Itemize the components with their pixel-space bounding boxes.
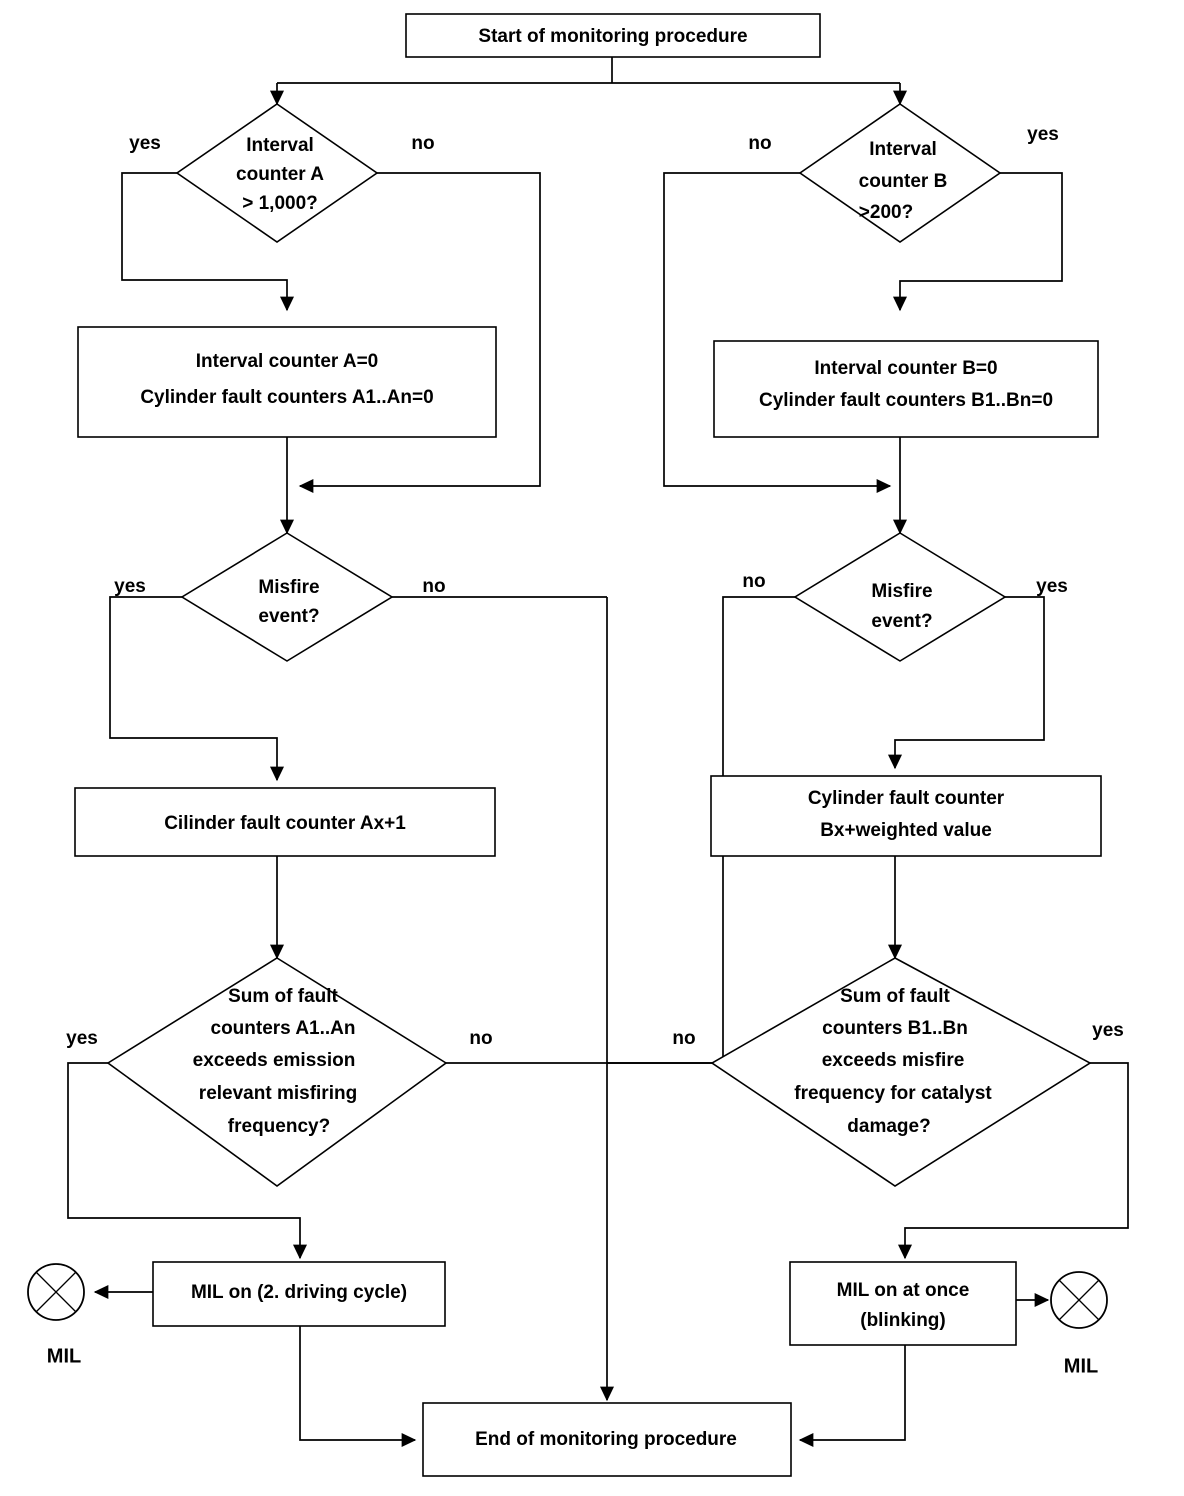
reset-a-line1: Interval counter A=0 xyxy=(196,351,379,372)
sum-a-line1: Sum of fault xyxy=(228,986,338,1007)
connectors xyxy=(67,57,1129,1448)
branch-label-sum-a-yes: yes xyxy=(66,1028,98,1049)
edge-start-split xyxy=(277,57,900,84)
node-mil-on-at-once: MIL on at once (blinking) xyxy=(789,1261,1017,1346)
edge-mil-a-to-end xyxy=(299,1326,417,1448)
decision-interval-b-line1: Interval xyxy=(869,139,937,160)
sum-b-line5: damage? xyxy=(847,1116,930,1137)
node-reset-counters-b: Interval counter B=0 Cylinder fault coun… xyxy=(713,340,1099,438)
branch-label-misfire-b-yes: yes xyxy=(1036,576,1068,597)
counter-b-inc-line2: Bx+weighted value xyxy=(820,820,992,841)
lamp-left-label: MIL xyxy=(47,1345,81,1367)
lamp-right-label: MIL xyxy=(1064,1355,1098,1377)
sum-b-line4: frequency for catalyst xyxy=(794,1083,992,1104)
decision-interval-a-line3: > 1,000? xyxy=(242,193,318,214)
sum-a-line4: relevant misfiring xyxy=(199,1083,357,1104)
sum-b-line1: Sum of fault xyxy=(840,986,950,1007)
edge-sum-a-yes xyxy=(67,1062,308,1260)
branch-label-sum-b-no: no xyxy=(672,1028,695,1049)
edge-mil-b-to-end xyxy=(798,1345,906,1448)
node-decision-misfire-a: Misfire event? xyxy=(180,532,394,662)
edge-misfire-b-yes xyxy=(887,596,1045,770)
node-end: End of monitoring procedure xyxy=(422,1402,792,1477)
node-decision-sum-a: Sum of fault counters A1..An exceeds emi… xyxy=(106,957,448,1187)
edge-interval-b-yes xyxy=(892,172,1063,312)
edge-misfire-a-yes xyxy=(109,596,285,782)
sum-b-line3: exceeds misfire xyxy=(822,1050,965,1071)
sum-b-line2: counters B1..Bn xyxy=(822,1018,968,1039)
node-counter-a-increment: Cilinder fault counter Ax+1 xyxy=(74,787,496,857)
branch-label-misfire-b-no: no xyxy=(742,571,765,592)
lamp-right: MIL xyxy=(1050,1271,1108,1377)
misfire-b-line2: event? xyxy=(871,611,932,632)
misfire-a-line1: Misfire xyxy=(258,577,319,598)
branch-label-interval-b-no: no xyxy=(748,133,771,154)
reset-a-line2: Cylinder fault counters A1..An=0 xyxy=(140,387,433,408)
node-decision-misfire-b: Misfire event? xyxy=(793,532,1007,662)
lamp-left: MIL xyxy=(27,1263,85,1367)
reset-b-line2: Cylinder fault counters B1..Bn=0 xyxy=(759,390,1053,411)
start-label: Start of monitoring procedure xyxy=(478,26,747,47)
node-decision-sum-b: Sum of fault counters B1..Bn exceeds mis… xyxy=(710,957,1092,1187)
decision-interval-a-line1: Interval xyxy=(246,135,314,156)
node-mil-on-second-cycle: MIL on (2. driving cycle) xyxy=(152,1261,446,1327)
node-start: Start of monitoring procedure xyxy=(405,13,821,58)
end-label: End of monitoring procedure xyxy=(475,1429,737,1450)
mil-a-line1: MIL on (2. driving cycle) xyxy=(191,1282,407,1303)
edge-sum-b-yes xyxy=(897,1062,1129,1260)
misfire-a-line2: event? xyxy=(258,606,319,627)
decision-interval-b-line3: >200? xyxy=(859,202,913,223)
branch-label-interval-b-yes: yes xyxy=(1027,124,1059,145)
decision-interval-a-line2: counter A xyxy=(236,164,324,185)
sum-a-line3: exceeds emission xyxy=(193,1050,356,1071)
sum-a-line2: counters A1..An xyxy=(211,1018,356,1039)
decision-interval-b-line2: counter B xyxy=(859,171,948,192)
branch-label-interval-a-no: no xyxy=(411,133,434,154)
node-counter-b-increment: Cylinder fault counter Bx+weighted value xyxy=(710,775,1102,857)
edge-interval-a-no xyxy=(298,172,541,494)
branch-label-misfire-a-no: no xyxy=(422,576,445,597)
counter-a-inc-line1: Cilinder fault counter Ax+1 xyxy=(164,813,406,834)
node-decision-interval-counter-b: Interval counter B >200? xyxy=(798,103,1002,243)
edge-interval-b-no xyxy=(663,172,892,494)
misfire-b-line1: Misfire xyxy=(871,581,932,602)
node-decision-interval-counter-a: Interval counter A > 1,000? xyxy=(175,103,379,243)
node-reset-counters-a: Interval counter A=0 Cylinder fault coun… xyxy=(77,326,497,438)
branch-label-misfire-a-yes: yes xyxy=(114,576,146,597)
branch-label-sum-b-yes: yes xyxy=(1092,1020,1124,1041)
counter-b-inc-line1: Cylinder fault counter xyxy=(808,788,1005,809)
mil-b-line1: MIL on at once xyxy=(837,1280,970,1301)
branch-label-sum-a-no: no xyxy=(469,1028,492,1049)
branch-label-interval-a-yes: yes xyxy=(129,133,161,154)
reset-b-line1: Interval counter B=0 xyxy=(814,358,997,379)
mil-b-line2: (blinking) xyxy=(860,1310,945,1331)
edge-interval-a-yes xyxy=(121,172,295,312)
sum-a-line5: frequency? xyxy=(228,1116,330,1137)
